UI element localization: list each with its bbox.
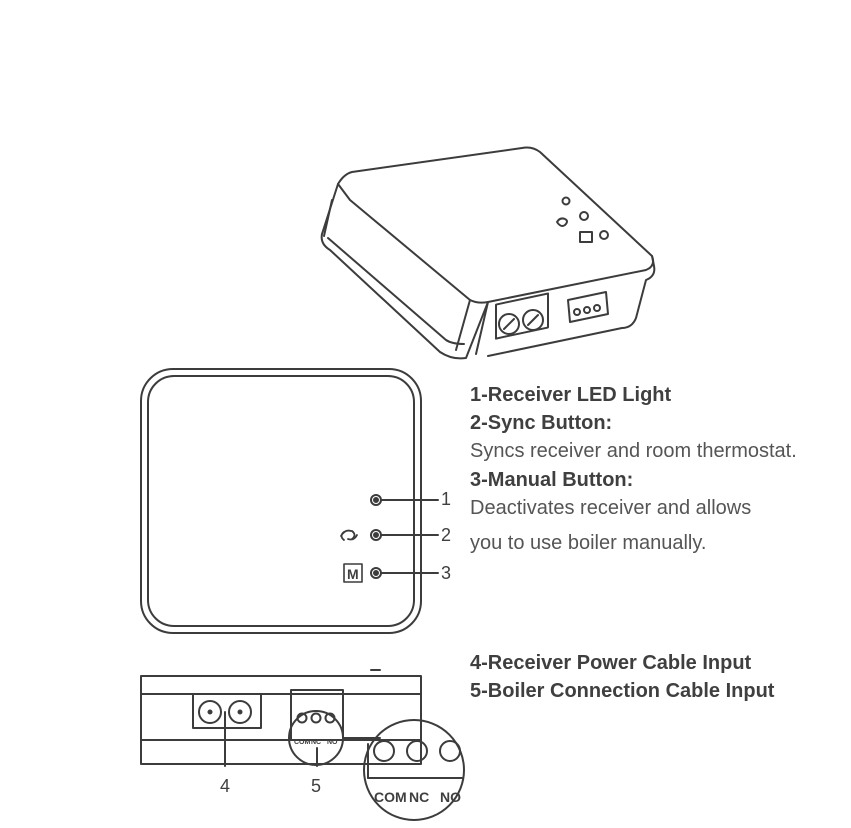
zoom-label-no: NO <box>440 789 461 805</box>
legend-bottom: 4-Receiver Power Cable Input 5-Boiler Co… <box>470 649 845 705</box>
legend-item-3-desc-line2: you to use boiler manually. <box>470 532 707 554</box>
legend-item-2-title: 2-Sync Button: <box>470 412 613 434</box>
device-front-view <box>140 368 439 634</box>
device-side-view <box>140 669 422 767</box>
device-isometric <box>320 146 656 360</box>
legend-item-4-title: 4-Receiver Power Cable Input <box>470 652 752 674</box>
legend-item-1-title: 1-Receiver LED Light <box>470 384 672 406</box>
legend-item-3-desc-line1: Deactivates receiver and allows <box>470 497 752 519</box>
legend-top: 1-Receiver LED Light 2-Sync Button: Sync… <box>470 381 845 558</box>
zoom-label-nc: NC <box>409 789 429 805</box>
callout-5: 5 <box>311 776 321 796</box>
terminal-label-nc: NC <box>311 739 321 746</box>
zoom-label-com: COM <box>374 789 407 805</box>
legend-item-2-desc: Syncs receiver and room thermostat. <box>470 440 797 462</box>
callout-3: 3 <box>441 563 451 583</box>
callout-1: 1 <box>441 489 451 509</box>
terminal-zoom <box>363 719 465 821</box>
terminal-label-com: COM <box>294 739 311 746</box>
callout-4: 4 <box>220 776 230 796</box>
legend-item-3-title: 3-Manual Button: <box>470 469 634 491</box>
callout-2: 2 <box>441 525 451 545</box>
terminal-label-no: NO <box>327 739 338 746</box>
manual-button-glyph: M <box>347 566 359 582</box>
legend-item-5-title: 5-Boiler Connection Cable Input <box>470 680 775 702</box>
